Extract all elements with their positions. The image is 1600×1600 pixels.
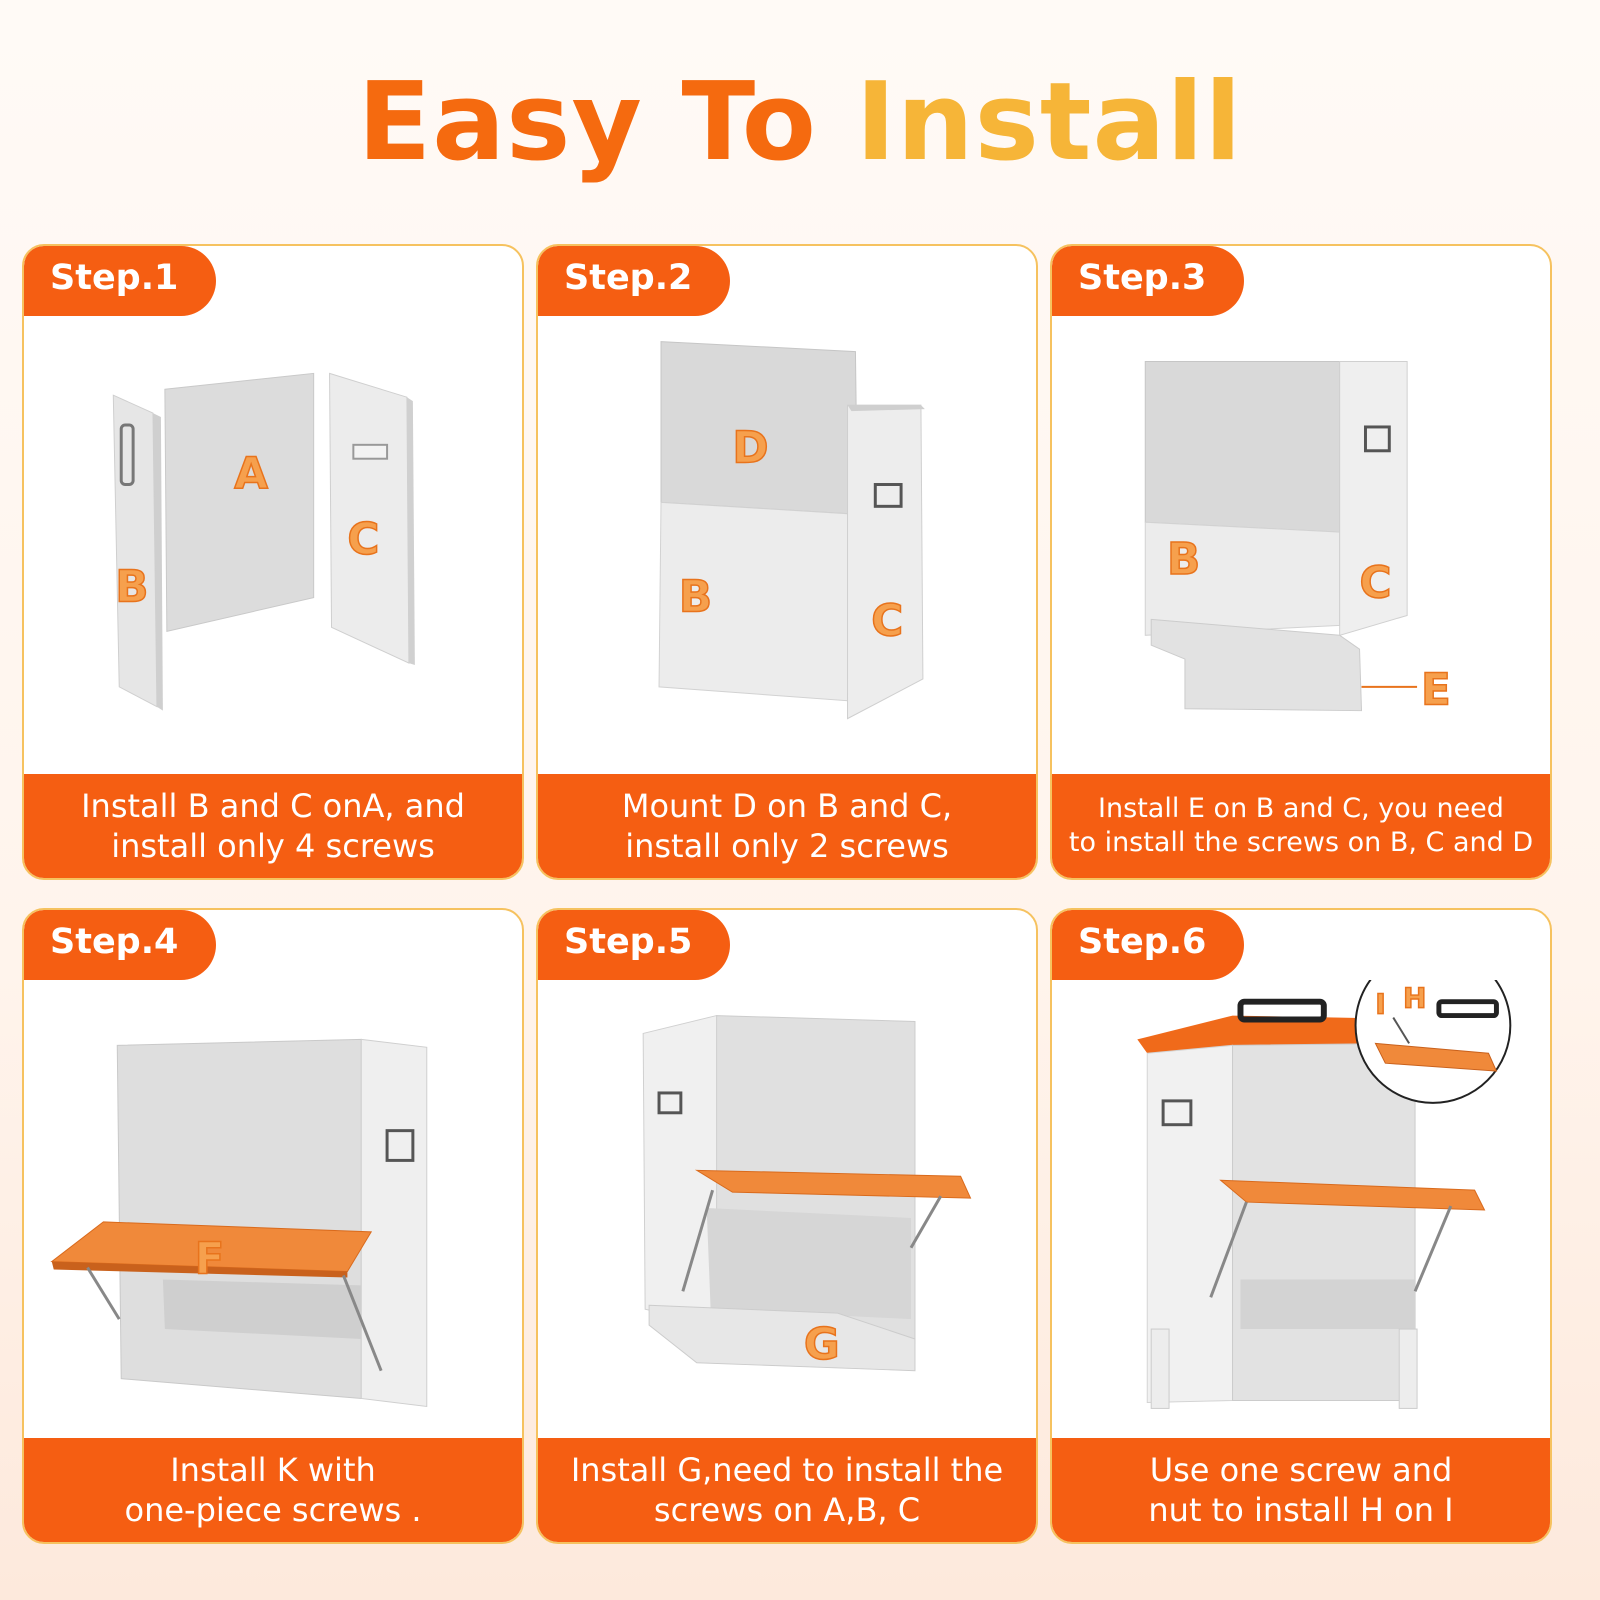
caption-line-2: nut to install H on I bbox=[1148, 1491, 1454, 1529]
step-card-1: Step.1 A B C Install B and C onA, and in… bbox=[22, 244, 524, 880]
step-illustration: G bbox=[538, 980, 1036, 1442]
step-caption: Install B and C onA, and install only 4 … bbox=[24, 774, 522, 878]
caption-line-2: install only 4 screws bbox=[111, 827, 435, 865]
step-illustration: B C E bbox=[1052, 316, 1550, 778]
caption-line-1: Mount D on B and C, bbox=[621, 787, 953, 825]
part-label-c: C bbox=[347, 514, 379, 565]
caption-line-1: Install B and C onA, and bbox=[81, 787, 465, 825]
step-badge: Step.2 bbox=[538, 246, 730, 316]
step-card-6: Step.6 I H Use one screw and nut to inst… bbox=[1050, 908, 1552, 1544]
caption-line-1: Use one screw and bbox=[1149, 1451, 1453, 1489]
title-part-2: Install bbox=[855, 60, 1243, 185]
part-label-i: I bbox=[1375, 988, 1385, 1021]
part-label-f: F bbox=[195, 1233, 225, 1284]
caption-line-1: Install E on B and C, you need bbox=[1098, 793, 1504, 824]
step-card-3: Step.3 B C E Install E on B and C, you n… bbox=[1050, 244, 1552, 880]
step-badge: Step.5 bbox=[538, 910, 730, 980]
part-label-c: C bbox=[1360, 558, 1392, 609]
part-label-b: B bbox=[1167, 534, 1200, 585]
part-label-a: A bbox=[234, 448, 268, 499]
caption-line-1: Install K with bbox=[170, 1451, 376, 1489]
part-label-b: B bbox=[679, 571, 712, 622]
part-label-b: B bbox=[115, 562, 148, 613]
part-label-c: C bbox=[871, 595, 903, 646]
step-illustration: F bbox=[24, 980, 522, 1442]
part-label-e: E bbox=[1421, 665, 1451, 716]
step-illustration: I H bbox=[1052, 980, 1550, 1442]
step-card-2: Step.2 D B C Mount D on B and C, install… bbox=[536, 244, 1038, 880]
step-caption: Install G,need to install the screws on … bbox=[538, 1438, 1036, 1542]
step-badge: Step.3 bbox=[1052, 246, 1244, 316]
title-part-1: Easy To bbox=[357, 60, 817, 185]
step-illustration: A B C bbox=[24, 316, 522, 778]
step-illustration: D B C bbox=[538, 316, 1036, 778]
caption-line-2: install only 2 screws bbox=[625, 827, 949, 865]
caption-line-2: one-piece screws . bbox=[124, 1491, 422, 1529]
step-badge: Step.4 bbox=[24, 910, 216, 980]
step-caption: Mount D on B and C, install only 2 screw… bbox=[538, 774, 1036, 878]
page-title: Easy To Install bbox=[0, 60, 1600, 185]
caption-line-1: Install G,need to install the bbox=[570, 1451, 1004, 1489]
part-label-d: D bbox=[732, 423, 768, 474]
step-caption: Use one screw and nut to install H on I bbox=[1052, 1438, 1550, 1542]
step-card-5: Step.5 G Install G,need to install the s… bbox=[536, 908, 1038, 1544]
step-caption: Install E on B and C, you need to instal… bbox=[1052, 774, 1550, 878]
caption-line-2: to install the screws on B, C and D bbox=[1068, 827, 1534, 858]
caption-line-2: screws on A,B, C bbox=[653, 1491, 921, 1529]
step-caption: Install K with one-piece screws . bbox=[24, 1438, 522, 1542]
part-label-h: H bbox=[1403, 982, 1426, 1015]
step-card-4: Step.4 F Install K with one-piece screws… bbox=[22, 908, 524, 1544]
step-badge: Step.1 bbox=[24, 246, 216, 316]
step-badge: Step.6 bbox=[1052, 910, 1244, 980]
part-label-g: G bbox=[804, 1319, 840, 1370]
